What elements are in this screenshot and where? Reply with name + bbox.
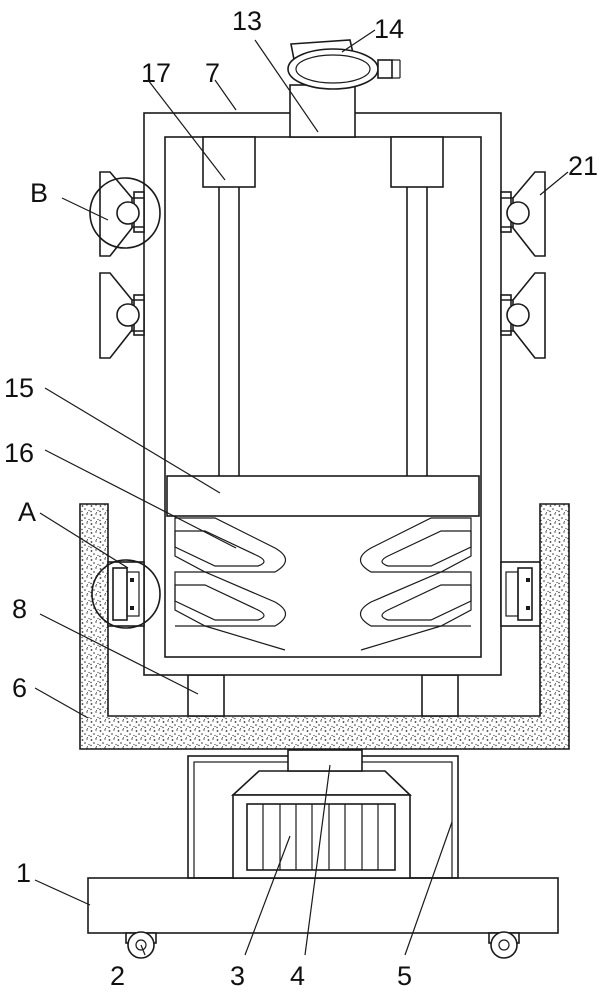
label-7: 7 — [205, 58, 220, 88]
label-21: 21 — [568, 151, 598, 181]
side-hopper-right-lower — [500, 272, 546, 359]
label-2: 2 — [110, 961, 125, 991]
label-16: 16 — [4, 438, 34, 468]
detail-circle-b — [89, 177, 161, 249]
label-14: 14 — [374, 14, 404, 44]
label-13: 13 — [232, 6, 262, 36]
inlet-assembly — [287, 39, 401, 138]
main-tank — [143, 112, 502, 676]
leader-lines — [34, 29, 569, 956]
label-15: 15 — [4, 373, 34, 403]
support-leg-left — [187, 674, 225, 717]
label-6: 6 — [12, 673, 27, 703]
side-hopper-left-upper — [99, 171, 145, 257]
cylinder-right — [390, 136, 444, 476]
label-3: 3 — [230, 961, 245, 991]
drive-shaft — [287, 749, 363, 772]
spiral-blades-right — [359, 517, 472, 651]
slide-connector-left — [107, 561, 145, 627]
motor — [230, 770, 412, 879]
label-5: 5 — [397, 961, 412, 991]
wheel-right — [488, 931, 520, 959]
base-plate — [87, 877, 559, 934]
side-hopper-left-lower — [99, 272, 145, 359]
slide-connector-right — [500, 561, 541, 627]
label-8: 8 — [12, 594, 27, 624]
support-leg-right — [421, 674, 459, 717]
spiral-blades-left — [174, 517, 287, 651]
detail-circle-a — [91, 559, 161, 629]
cylinder-left — [202, 136, 256, 476]
label-4: 4 — [290, 961, 305, 991]
label-b: B — [30, 178, 48, 208]
label-17: 17 — [141, 58, 171, 88]
label-1: 1 — [16, 858, 31, 888]
side-hopper-right-upper — [500, 171, 546, 257]
label-a: A — [18, 497, 36, 527]
press-plate — [166, 475, 480, 517]
